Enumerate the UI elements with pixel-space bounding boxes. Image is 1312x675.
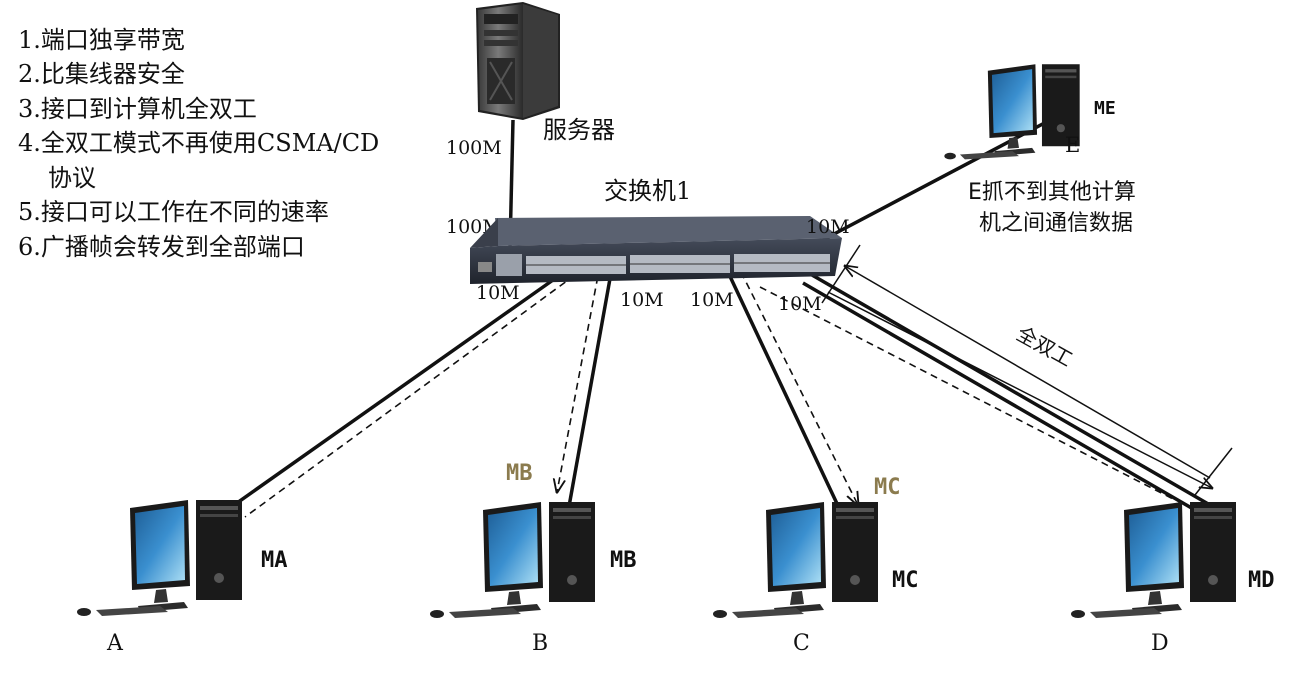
computer-e-note-line2: 机之间通信数据 bbox=[979, 211, 1133, 236]
computer-d-letter: D bbox=[1151, 631, 1169, 656]
computer-a-letter: A bbox=[106, 631, 124, 656]
links bbox=[225, 116, 1233, 518]
link-d-top bbox=[811, 273, 1211, 507]
switch-label: 交换机1 bbox=[604, 177, 691, 205]
switch-icon bbox=[470, 216, 842, 284]
full-duplex-arrow-lower bbox=[827, 291, 1212, 488]
computer-c-name: MC bbox=[892, 568, 919, 593]
computer-d-name: MD bbox=[1248, 568, 1275, 593]
link-c-dashed bbox=[740, 271, 858, 505]
full-duplex-label: 全双工 bbox=[1013, 321, 1077, 371]
computer-d-icon bbox=[1071, 502, 1236, 618]
computer-b-tag: MB bbox=[506, 461, 533, 486]
computer-c-tag: MC bbox=[874, 475, 901, 500]
link-d-bottom bbox=[802, 281, 1196, 512]
speed-label-a: 10M bbox=[476, 282, 520, 304]
computer-e-letter: E bbox=[1065, 133, 1080, 157]
server-speed-top: 100M bbox=[446, 137, 502, 159]
computer-a-name: MA bbox=[261, 548, 288, 573]
feature-item: 5.接口可以工作在不同的速率 bbox=[18, 198, 329, 226]
link-d-dashed bbox=[759, 286, 1176, 501]
server-label: 服务器 bbox=[543, 116, 615, 144]
computer-e-note-line1: E抓不到其他计算 bbox=[968, 180, 1136, 205]
speed-label-c: 10M bbox=[690, 289, 734, 311]
link-c bbox=[725, 269, 842, 511]
feature-item: 1.端口独享带宽 bbox=[18, 26, 185, 54]
speed-label-e: 10M bbox=[806, 216, 850, 238]
feature-item: 4.全双工模式不再使用CSMA/CD bbox=[18, 129, 379, 157]
computer-e-icon bbox=[944, 64, 1080, 160]
link-b-dashed bbox=[557, 264, 601, 492]
server-icon bbox=[476, 2, 560, 120]
feature-list: 1.端口独享带宽 2.比集线器安全 3.接口到计算机全双工 4.全双工模式不再使… bbox=[18, 26, 379, 261]
link-a bbox=[225, 278, 555, 512]
duplex-tick-left bbox=[821, 244, 861, 304]
feature-item: 6.广播帧会转发到全部端口 bbox=[18, 233, 305, 261]
computer-b-icon bbox=[430, 502, 595, 618]
feature-item: 2.比集线器安全 bbox=[18, 60, 185, 88]
computer-c-letter: C bbox=[793, 631, 810, 656]
speed-label-b: 10M bbox=[620, 289, 664, 311]
computer-a-icon bbox=[77, 500, 242, 616]
link-a-dashed bbox=[244, 274, 576, 518]
duplex-tick-right bbox=[1194, 447, 1233, 496]
feature-item: 3.接口到计算机全双工 bbox=[18, 95, 257, 123]
speed-label-d: 10M bbox=[778, 293, 822, 315]
link-b bbox=[566, 261, 615, 513]
computer-e-name: ME bbox=[1094, 98, 1116, 119]
computer-c-icon bbox=[713, 502, 878, 618]
full-duplex-arrow-upper bbox=[845, 266, 1211, 479]
computer-b-name: MB bbox=[610, 548, 637, 573]
feature-item: 协议 bbox=[48, 164, 96, 192]
computer-b-letter: B bbox=[532, 631, 548, 656]
